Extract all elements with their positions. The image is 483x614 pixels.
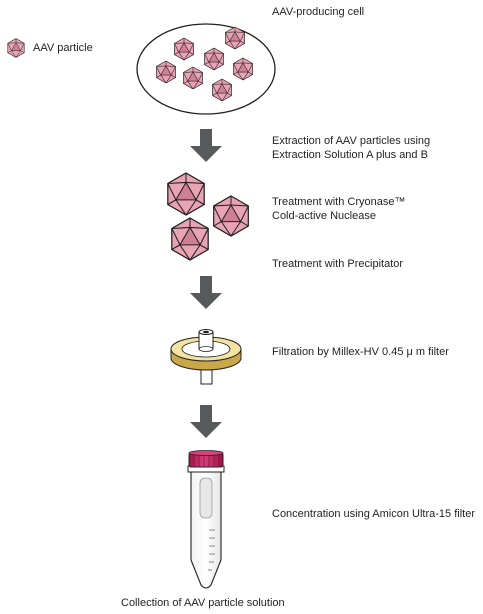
legend-label: AAV particle bbox=[33, 42, 93, 54]
arrow-down-icon bbox=[190, 405, 222, 438]
centrifuge-tube-icon bbox=[187, 450, 225, 589]
aav-particle-icon bbox=[7, 38, 25, 58]
step-filtration: Filtration by Millex-HV 0.45 μ m filter bbox=[272, 346, 449, 358]
arrow-down-icon bbox=[190, 276, 222, 309]
arrow-down-icon bbox=[190, 129, 222, 162]
aav-producing-cell bbox=[136, 23, 276, 115]
step-precipitator: Treatment with Precipitator bbox=[272, 258, 404, 270]
extracted-particle-icon bbox=[167, 172, 205, 216]
syringe-filter-icon bbox=[170, 329, 242, 385]
final-step-label: Collection of AAV particle solution bbox=[121, 597, 285, 609]
step-extraction-line-1: Extraction of AAV particles using bbox=[272, 135, 431, 147]
extracted-particle-icon bbox=[213, 195, 249, 237]
step-concentration: Concentration using Amicon Ultra-15 filt… bbox=[272, 508, 475, 520]
extracted-particle-icon bbox=[171, 217, 209, 261]
step-nuclease-line-1: Treatment with Cryonase™ bbox=[272, 196, 406, 208]
step-extraction-line-2: Extraction Solution A plus and B bbox=[272, 149, 428, 161]
cell-label: AAV-producing cell bbox=[272, 6, 365, 18]
step-nuclease-line-2: Cold-active Nuclease bbox=[272, 210, 376, 222]
